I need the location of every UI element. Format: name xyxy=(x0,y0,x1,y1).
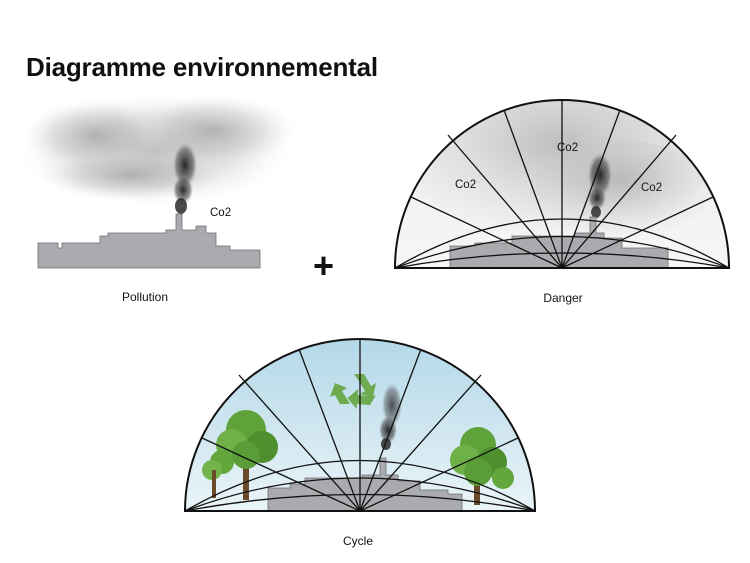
left-tree xyxy=(202,410,278,500)
cycle-factory xyxy=(267,457,463,511)
danger-caption: Danger xyxy=(543,291,583,305)
danger-panel: Co2 Co2 Co2 xyxy=(393,99,731,269)
danger-gas-label-top: Co2 xyxy=(557,142,578,154)
pollution-gas-label: Co2 xyxy=(210,207,231,219)
pollution-panel: Co2 xyxy=(20,95,295,269)
pollution-factory xyxy=(37,213,261,269)
pollution-cloud xyxy=(20,95,295,205)
danger-gas-label-right: Co2 xyxy=(641,182,662,194)
pollution-smoke xyxy=(173,143,197,214)
plus-operator: + xyxy=(313,245,334,286)
cycle-panel xyxy=(183,338,537,512)
danger-gas-label-left: Co2 xyxy=(455,179,476,191)
cycle-dome-frame xyxy=(183,338,537,512)
page-title: Diagramme environnemental xyxy=(26,52,378,82)
danger-dome-frame xyxy=(393,99,731,269)
cycle-caption: Cycle xyxy=(342,534,373,548)
pollution-caption: Pollution xyxy=(121,290,169,304)
